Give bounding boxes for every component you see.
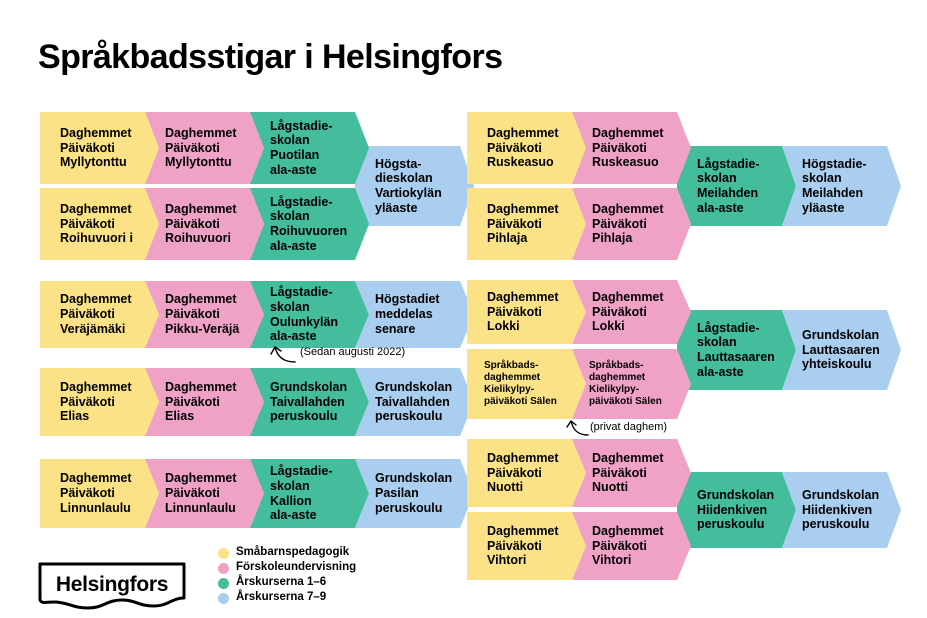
block-pihlaja-forskola-label: Daghemmet Päiväkoti Pihlaja	[592, 201, 664, 246]
block-roihuvuoren-ala-aste: Lågstadie- skolan Roihuvuoren ala-aste	[250, 188, 369, 260]
block-salen-forskola-label: Språkbads- daghemmet Kielikylpy- päiväko…	[589, 360, 662, 407]
block-elias-forskola: Daghemmet Päiväkoti Elias	[145, 368, 264, 436]
legend-dot-yellow-icon	[218, 547, 229, 559]
block-taivallahden-grundskola-7-9: Grundskolan Taivallahden peruskoulu	[355, 368, 474, 436]
block-myllytonttu-forskola-label: Daghemmet Päiväkoti Myllytonttu	[165, 125, 237, 170]
legend-dot-blue-icon	[218, 592, 229, 604]
block-verajamaki-daghem: Daghemmet Päiväkoti Veräjämäki	[40, 281, 159, 348]
block-lokki-forskola: Daghemmet Päiväkoti Lokki	[572, 280, 691, 344]
legend-dot-pink-icon	[218, 562, 229, 574]
note-privat-daghem: (privat daghem)	[590, 421, 668, 433]
legend-item-yellow: Småbarnspedagogik	[218, 547, 356, 559]
block-linnunlaulu-forskola-label: Daghemmet Päiväkoti Linnunlaulu	[165, 471, 237, 515]
legend-item-pink: Förskoleundervisning	[218, 562, 356, 574]
block-linnunlaulu-forskola: Daghemmet Päiväkoti Linnunlaulu	[145, 459, 264, 528]
block-pikku-veraja-forskola-label: Daghemmet Päiväkoti Pikku-Veräjä	[165, 292, 240, 336]
block-pihlaja-daghem-label: Daghemmet Päiväkoti Pihlaja	[487, 201, 559, 246]
block-vartiokylan-ylaaste: Högsta- dieskolan Vartiokylän yläaste	[355, 146, 474, 226]
block-linnunlaulu-daghem: Daghemmet Päiväkoti Linnunlaulu	[40, 459, 159, 528]
block-roihuvuori-daghem: Daghemmet Päiväkoti Roihuvuori i	[40, 188, 159, 260]
block-elias-daghem-label: Daghemmet Päiväkoti Elias	[60, 379, 132, 424]
helsingfors-logo: Helsingfors	[38, 562, 186, 612]
block-pasilan-grundskola: Grundskolan Pasilan peruskoulu	[355, 459, 474, 528]
block-salen-forskola: Språkbads- daghemmet Kielikylpy- päiväko…	[572, 349, 691, 419]
block-lauttasaaren-yhteiskoulu: Grundskolan Lauttasaaren yhteiskoulu	[782, 310, 901, 390]
legend-item-blue: Årskurserna 7–9	[218, 592, 356, 604]
block-ruskeasuo-forskola: Daghemmet Päiväkoti Ruskeasuo	[572, 112, 691, 184]
block-hiidenkiven-grundskola-1-6-label: Grundskolan Hiidenkiven peruskoulu	[697, 487, 775, 532]
block-ruskeasuo-forskola-label: Daghemmet Päiväkoti Ruskeasuo	[592, 125, 664, 170]
block-vihtori-daghem-label: Daghemmet Päiväkoti Vihtori	[487, 523, 559, 568]
block-meilahden-ala-aste: Lågstadie- skolan Meilahden ala-aste	[677, 146, 796, 226]
block-nuotti-forskola: Daghemmet Päiväkoti Nuotti	[572, 439, 691, 507]
note-arrow-privat-icon	[566, 420, 589, 436]
block-nuotti-daghem: Daghemmet Päiväkoti Nuotti	[467, 439, 586, 507]
block-puotilan-ala-aste-label: Lågstadie- skolan Puotilan ala-aste	[270, 118, 333, 177]
block-pasilan-grundskola-label: Grundskolan Pasilan peruskoulu	[375, 471, 453, 515]
block-myllytonttu-daghem: Daghemmet Päiväkoti Myllytonttu	[40, 112, 159, 184]
page-title: Språkbadsstigar i Helsingfors	[38, 38, 503, 76]
block-vihtori-daghem: Daghemmet Päiväkoti Vihtori	[467, 512, 586, 580]
block-salen-daghem-label: Språkbads- daghemmet Kielikylpy- päiväko…	[484, 360, 557, 407]
block-vartiokylan-ylaaste-label: Högsta- dieskolan Vartiokylän yläaste	[375, 156, 442, 215]
block-hiidenkiven-grundskola-7-9: Grundskolan Hiidenkiven peruskoulu	[782, 472, 901, 548]
block-myllytonttu-forskola: Daghemmet Päiväkoti Myllytonttu	[145, 112, 264, 184]
block-pihlaja-forskola: Daghemmet Päiväkoti Pihlaja	[572, 188, 691, 260]
block-verajamaki-daghem-label: Daghemmet Päiväkoti Veräjämäki	[60, 292, 132, 336]
block-pikku-veraja-forskola: Daghemmet Päiväkoti Pikku-Veräjä	[145, 281, 264, 348]
note-arrow-sedan-icon	[270, 346, 296, 363]
block-lauttasaaren-yhteiskoulu-label: Grundskolan Lauttasaaren yhteiskoulu	[802, 327, 880, 372]
block-roihuvuori-daghem-label: Daghemmet Päiväkoti Roihuvuori i	[60, 201, 133, 246]
helsingfors-logo-frame-icon	[38, 562, 186, 610]
block-hiidenkiven-grundskola-7-9-label: Grundskolan Hiidenkiven peruskoulu	[802, 487, 880, 532]
block-pihlaja-daghem: Daghemmet Päiväkoti Pihlaja	[467, 188, 586, 260]
block-puotilan-ala-aste: Lågstadie- skolan Puotilan ala-aste	[250, 112, 369, 184]
block-oulunkylan-ala-aste: Lågstadie- skolan Oulunkylän ala-aste	[250, 281, 369, 348]
block-hiidenkiven-grundskola-1-6: Grundskolan Hiidenkiven peruskoulu	[677, 472, 796, 548]
block-lokki-forskola-label: Daghemmet Päiväkoti Lokki	[592, 289, 664, 334]
block-vihtori-forskola-label: Daghemmet Päiväkoti Vihtori	[592, 523, 664, 568]
block-meilahden-ala-aste-label: Lågstadie- skolan Meilahden ala-aste	[697, 156, 760, 215]
block-hogstadiet-meddelas-senare-label: Högstadiet meddelas senare	[375, 292, 440, 336]
block-kallion-ala-aste: Lågstadie- skolan Kallion ala-aste	[250, 459, 369, 528]
block-hogstadiet-meddelas-senare: Högstadiet meddelas senare	[355, 281, 474, 348]
block-linnunlaulu-daghem-label: Daghemmet Päiväkoti Linnunlaulu	[60, 471, 132, 515]
block-salen-daghem: Språkbads- daghemmet Kielikylpy- päiväko…	[467, 349, 586, 419]
legend-dot-green-icon	[218, 577, 229, 589]
note-sedan-augusti: (Sedan augusti 2022)	[300, 346, 406, 358]
block-lokki-daghem: Daghemmet Päiväkoti Lokki	[467, 280, 586, 344]
block-roihuvuori-forskola: Daghemmet Päiväkoti Roihuvuori	[145, 188, 264, 260]
block-vihtori-forskola: Daghemmet Päiväkoti Vihtori	[572, 512, 691, 580]
legend-label-pink: Förskoleundervisning	[236, 561, 357, 574]
block-lauttasaaren-ala-aste: Lågstadie- skolan Lauttasaaren ala-aste	[677, 310, 796, 390]
block-nuotti-daghem-label: Daghemmet Päiväkoti Nuotti	[487, 450, 559, 495]
block-taivallahden-grundskola-1-6: Grundskolan Taivallahden peruskoulu	[250, 368, 369, 436]
block-meilahden-ylaaste: Högstadie- skolan Meilahden yläaste	[782, 146, 901, 226]
block-kallion-ala-aste-label: Lågstadie- skolan Kallion ala-aste	[270, 464, 333, 523]
block-elias-forskola-label: Daghemmet Päiväkoti Elias	[165, 379, 237, 424]
block-taivallahden-grundskola-7-9-label: Grundskolan Taivallahden peruskoulu	[375, 379, 453, 424]
helsingfors-logo-text: Helsingfors	[55, 573, 169, 596]
block-ruskeasuo-daghem-label: Daghemmet Päiväkoti Ruskeasuo	[487, 125, 559, 170]
block-lokki-daghem-label: Daghemmet Päiväkoti Lokki	[487, 289, 559, 334]
block-taivallahden-grundskola-1-6-label: Grundskolan Taivallahden peruskoulu	[270, 379, 348, 424]
legend-label-green: Årskurserna 1–6	[236, 576, 327, 589]
block-nuotti-forskola-label: Daghemmet Päiväkoti Nuotti	[592, 450, 664, 495]
block-meilahden-ylaaste-label: Högstadie- skolan Meilahden yläaste	[802, 156, 867, 215]
legend-label-blue: Årskurserna 7–9	[236, 591, 327, 604]
block-oulunkylan-ala-aste-label: Lågstadie- skolan Oulunkylän ala-aste	[270, 285, 339, 344]
legend-item-green: Årskurserna 1–6	[218, 577, 356, 589]
legend-label-yellow: Småbarnspedagogik	[236, 546, 350, 559]
block-elias-daghem: Daghemmet Päiväkoti Elias	[40, 368, 159, 436]
block-ruskeasuo-daghem: Daghemmet Päiväkoti Ruskeasuo	[467, 112, 586, 184]
block-myllytonttu-daghem-label: Daghemmet Päiväkoti Myllytonttu	[60, 125, 132, 170]
block-lauttasaaren-ala-aste-label: Lågstadie- skolan Lauttasaaren ala-aste	[697, 320, 775, 379]
block-roihuvuori-forskola-label: Daghemmet Päiväkoti Roihuvuori	[165, 201, 237, 246]
block-roihuvuoren-ala-aste-label: Lågstadie- skolan Roihuvuoren ala-aste	[270, 194, 348, 253]
